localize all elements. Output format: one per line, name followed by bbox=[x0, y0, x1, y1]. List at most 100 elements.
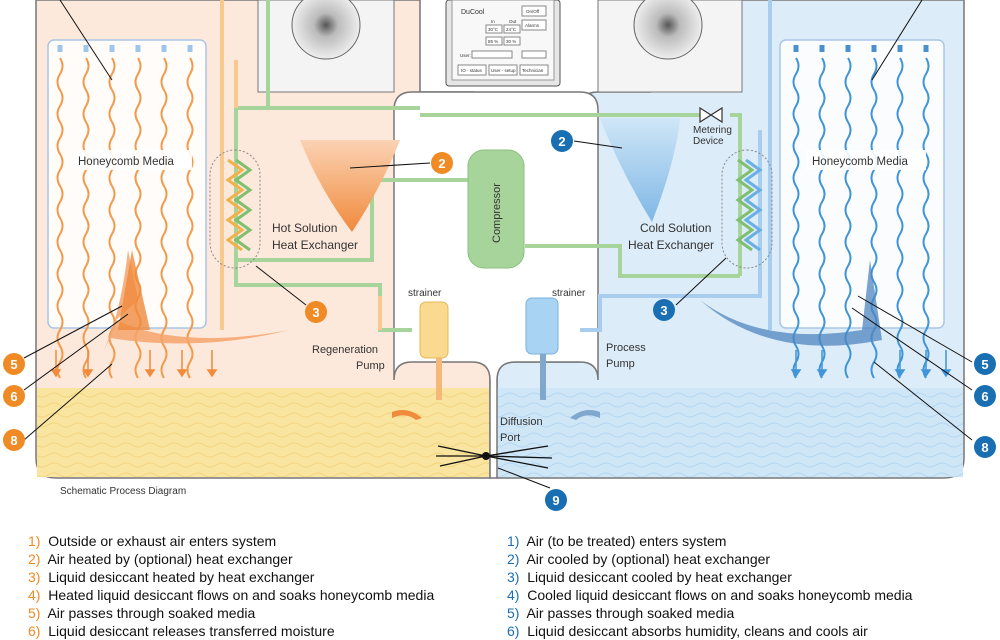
cold-side-fan bbox=[597, 0, 743, 93]
callout-badge-hot-3: 3 bbox=[305, 301, 327, 323]
metering-label-1: Metering bbox=[693, 125, 732, 136]
onoff-button[interactable] bbox=[521, 5, 547, 17]
hot-side-fan bbox=[257, 0, 395, 93]
center-compartment bbox=[393, 91, 599, 479]
user-setup-label: User - setup bbox=[491, 68, 516, 73]
legend-left-item-number: 2) bbox=[28, 551, 41, 567]
cold-hx-label-2: Heat Exchanger bbox=[628, 238, 714, 252]
legend-right-item: 1) Air (to be treated) enters system bbox=[507, 532, 912, 550]
hot-hx-label-2: Heat Exchanger bbox=[272, 238, 358, 252]
media-left-label: Honeycomb Media bbox=[78, 156, 174, 168]
honeycomb-media-left: Honeycomb Media bbox=[47, 39, 207, 379]
diffusion-label-1: Diffusion bbox=[500, 416, 543, 428]
technician-label: Technician bbox=[522, 68, 544, 73]
legend-right-item-text: Air (to be treated) enters system bbox=[526, 533, 727, 549]
svg-text:8: 8 bbox=[10, 433, 17, 448]
legend-left-item-text: Outside or exhaust air enters system bbox=[48, 533, 277, 549]
diffusion-label-2: Port bbox=[500, 432, 520, 444]
regeneration-pump: strainer Regeneration Pump bbox=[312, 288, 449, 400]
io-status-label: IO - status bbox=[461, 68, 483, 73]
legend-left-item: 5) Air passes through soaked media bbox=[28, 604, 434, 622]
in-temp: 30°C bbox=[488, 27, 499, 32]
legend-right-item: 2) Air cooled by (optional) heat exchang… bbox=[507, 550, 912, 568]
legend-right-item: 4) Cooled liquid desiccant flows on and … bbox=[507, 586, 912, 604]
legend-right-item-text: Air passes through soaked media bbox=[526, 605, 735, 621]
cold-drip-arrows bbox=[790, 350, 952, 378]
legend-right-item-number: 6) bbox=[507, 623, 520, 639]
legend-right-item-text: Liquid desiccant absorbs humidity, clean… bbox=[527, 623, 868, 639]
in-humidity: 85 % bbox=[488, 39, 498, 44]
out-temp: 24°C bbox=[506, 27, 517, 32]
cold-flow-arrow bbox=[700, 260, 882, 346]
cold-heat-exchanger: Cold Solution Heat Exchanger bbox=[628, 149, 773, 269]
alarms-button[interactable] bbox=[521, 19, 547, 31]
callout-badge-hot-6: 6 bbox=[3, 385, 25, 407]
callout-badge-cold-6: 6 bbox=[974, 385, 996, 407]
legend-left-item: 2) Air heated by (optional) heat exchang… bbox=[28, 550, 434, 568]
regen-pump-label-1: Regeneration bbox=[312, 344, 378, 356]
callout-badge-cold-3: 3 bbox=[653, 299, 675, 321]
callout-leaders bbox=[23, 0, 973, 489]
user-label: User: bbox=[460, 53, 471, 58]
callout-badge-9: 9 bbox=[545, 489, 567, 511]
legend-left-item-text: Liquid desiccant releases transferred mo… bbox=[48, 623, 335, 639]
svg-text:8: 8 bbox=[981, 440, 988, 455]
out-humidity: 30 % bbox=[506, 39, 516, 44]
legend-left-item-text: Heated liquid desiccant flows on and soa… bbox=[48, 587, 435, 603]
hot-drip-arrows bbox=[50, 350, 218, 378]
legend-right-item-number: 5) bbox=[507, 605, 520, 621]
diagram-caption: Schematic Process Diagram bbox=[60, 486, 186, 497]
callout-badge-hot-2: 2 bbox=[431, 152, 453, 174]
legend-right-item-number: 2) bbox=[507, 551, 520, 567]
svg-text:5: 5 bbox=[981, 357, 988, 372]
legend-right-item-text: Air cooled by (optional) heat exchanger bbox=[526, 551, 771, 567]
legend-right-item-text: Liquid desiccant cooled by heat exchange… bbox=[527, 569, 792, 585]
legend-left-item: 4) Heated liquid desiccant flows on and … bbox=[28, 586, 434, 604]
panel-title: DuCool bbox=[461, 9, 485, 16]
cold-swirl-icon bbox=[570, 410, 600, 420]
in-label: In bbox=[491, 19, 495, 24]
process-pump-label-1: Process bbox=[606, 342, 646, 354]
legend-right-item-number: 3) bbox=[507, 569, 520, 585]
onoff-label: On/Off bbox=[526, 9, 540, 14]
legend-left-item-number: 6) bbox=[28, 623, 41, 639]
callout-badge-cold-8: 8 bbox=[974, 436, 996, 458]
user-setup-button[interactable] bbox=[488, 64, 518, 76]
legend-right-item: 6) Liquid desiccant absorbs humidity, cl… bbox=[507, 622, 912, 640]
strainer-right-label: strainer bbox=[552, 288, 586, 299]
svg-text:2: 2 bbox=[438, 156, 445, 171]
svg-text:5: 5 bbox=[10, 357, 17, 372]
cold-hx-label-1: Cold Solution bbox=[640, 221, 711, 235]
hot-hx-label-1: Hot Solution bbox=[272, 221, 337, 235]
svg-text:6: 6 bbox=[10, 389, 17, 404]
callout-badge-cold-2: 2 bbox=[551, 130, 573, 152]
metering-label-2: Device bbox=[693, 136, 724, 147]
legend-right-item-number: 1) bbox=[507, 533, 520, 549]
svg-text:3: 3 bbox=[660, 303, 667, 318]
diffusion-port: Diffusion Port bbox=[436, 416, 553, 469]
regen-pump-label-2: Pump bbox=[356, 360, 385, 372]
callout-badge-hot-5: 5 bbox=[3, 353, 25, 375]
technician-button[interactable] bbox=[519, 64, 549, 76]
process-pump: strainer Process Pump bbox=[525, 288, 646, 400]
control-panel: DuCool On/Off Alarms In Out 30°C 24°C 85… bbox=[445, 0, 561, 87]
hot-swirl-icon bbox=[392, 410, 422, 420]
legend-right-item-text: Cooled liquid desiccant flows on and soa… bbox=[527, 587, 913, 603]
process-pump-label-2: Pump bbox=[606, 358, 635, 370]
hot-air-cone bbox=[300, 140, 400, 232]
legend-left-item: 6) Liquid desiccant releases transferred… bbox=[28, 622, 434, 640]
svg-text:9: 9 bbox=[552, 493, 559, 508]
svg-text:2: 2 bbox=[558, 134, 565, 149]
metering-device: Metering Device bbox=[693, 106, 732, 147]
svg-text:3: 3 bbox=[312, 305, 319, 320]
legend-left-item-text: Air passes through soaked media bbox=[47, 605, 256, 621]
callout-badge-cold-5: 5 bbox=[974, 353, 996, 375]
legend-left-item-number: 3) bbox=[28, 569, 41, 585]
schematic-diagram: DuCool On/Off Alarms In Out 30°C 24°C 85… bbox=[3, 0, 996, 511]
compressor-label: Compressor bbox=[491, 183, 503, 243]
io-status-button[interactable] bbox=[457, 64, 487, 76]
svg-text:6: 6 bbox=[981, 389, 988, 404]
legend-left-item: 1) Outside or exhaust air enters system bbox=[28, 532, 434, 550]
legend-left-item-number: 1) bbox=[28, 533, 41, 549]
